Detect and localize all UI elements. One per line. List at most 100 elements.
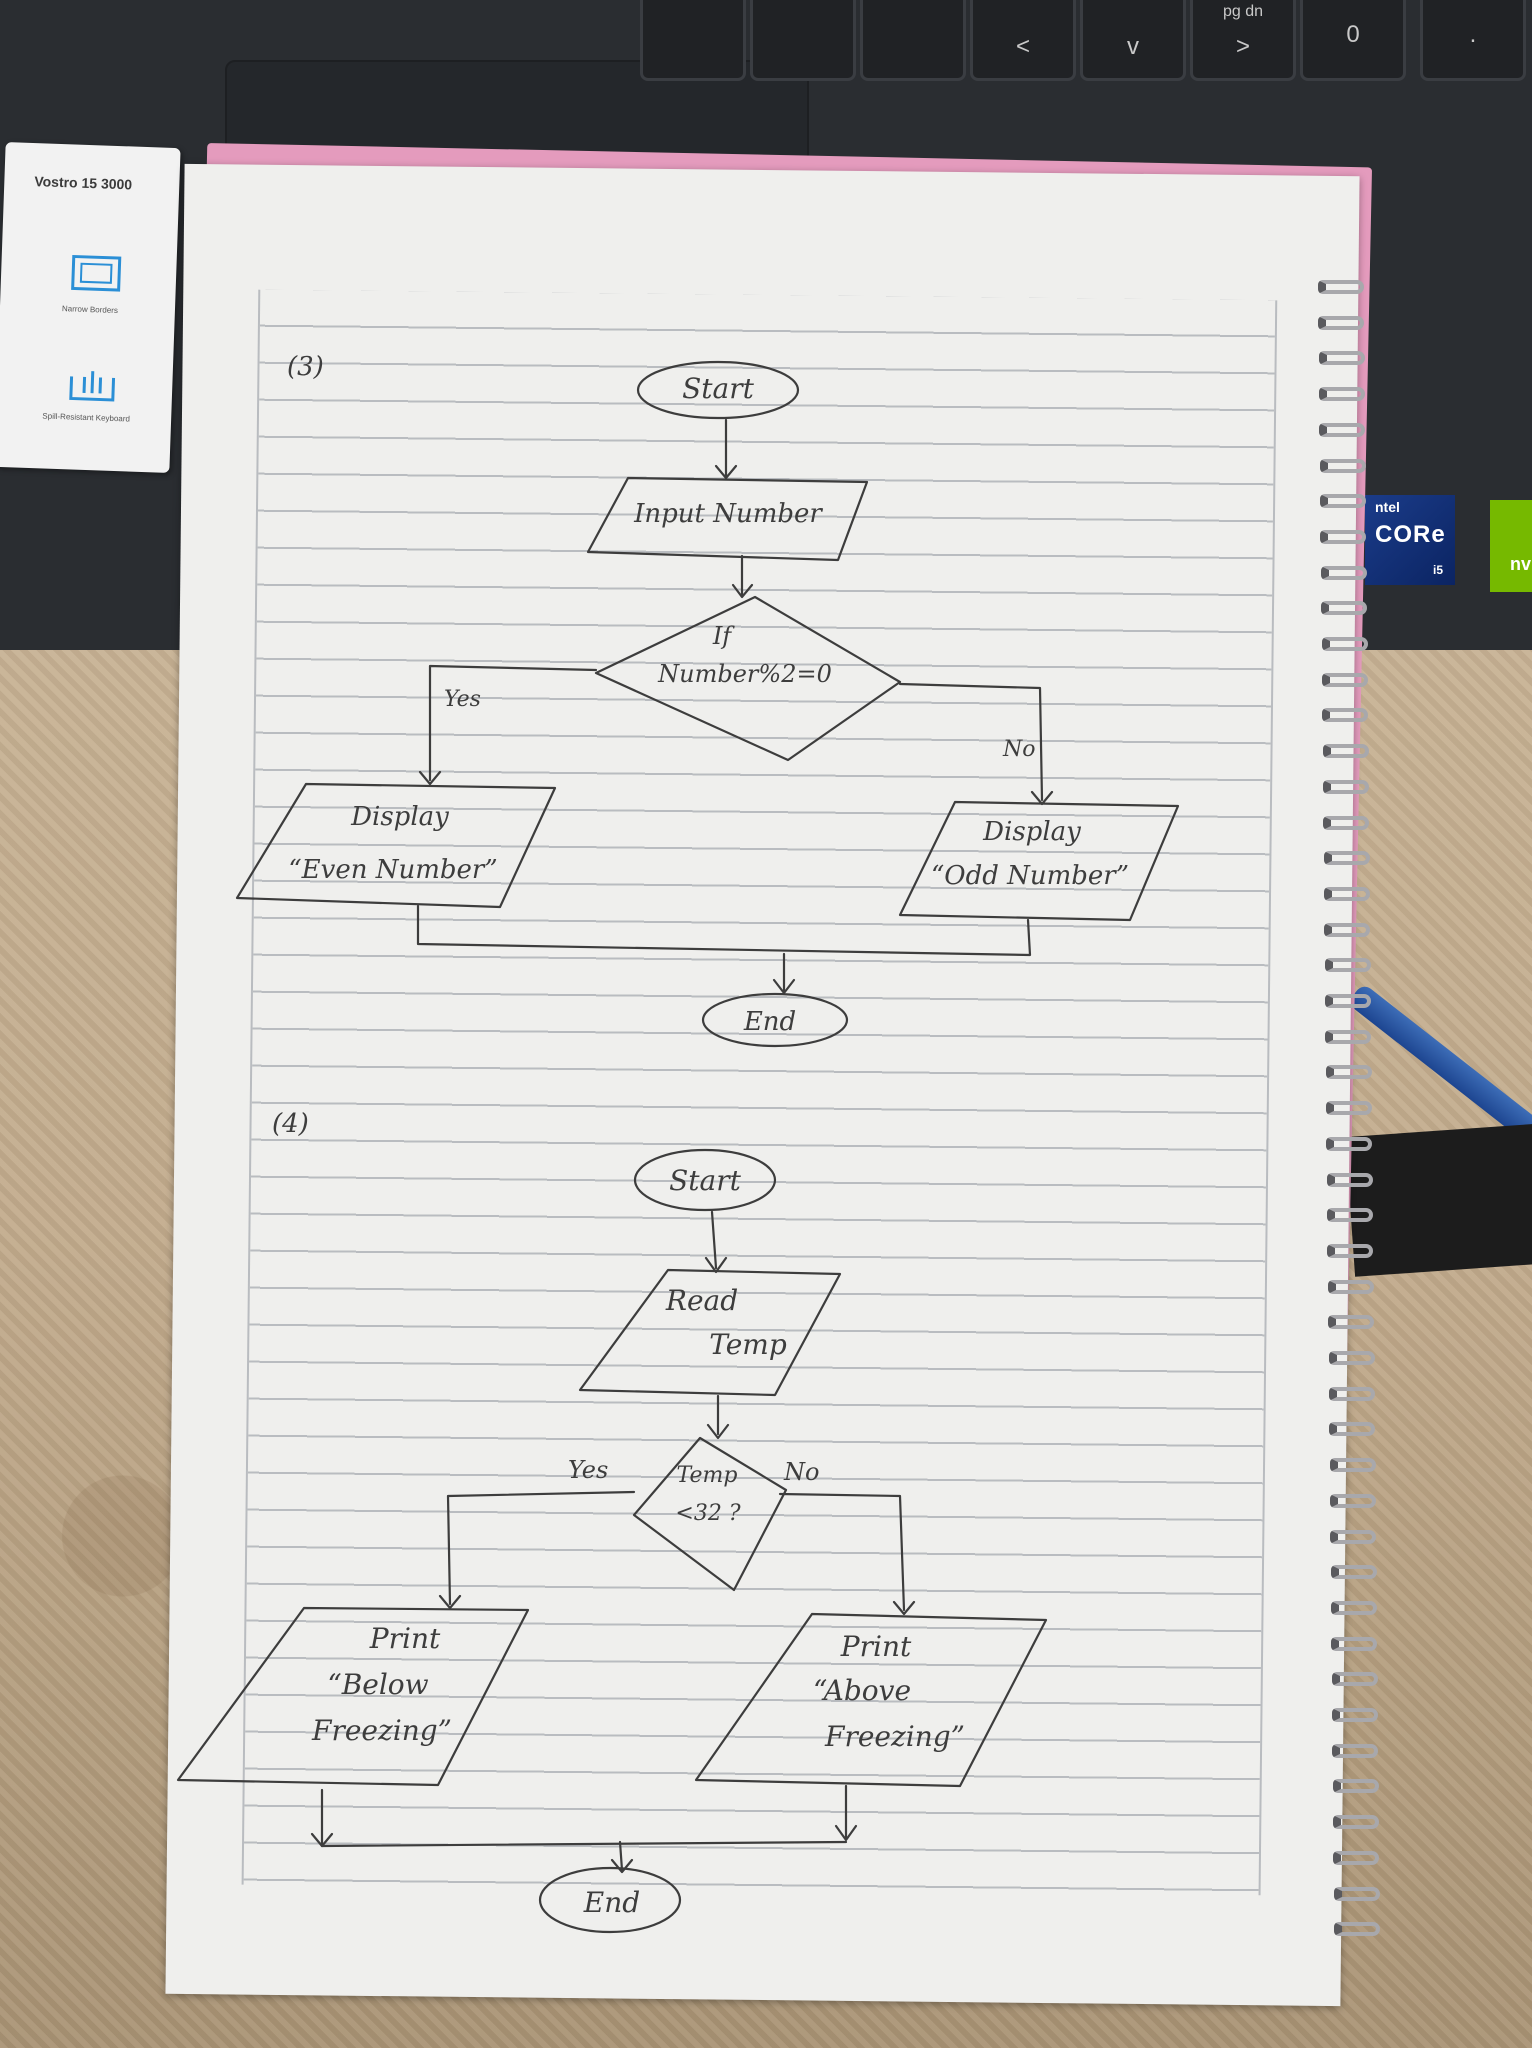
fc4-end-text: End [583, 1886, 640, 1919]
spiral-ring [1323, 886, 1370, 901]
fc4-print-below-text-3: Freezing” [311, 1714, 452, 1747]
fc3-display-even-text-1: Display [350, 802, 449, 832]
fc3-start-terminal [636, 360, 800, 420]
spiral-ring [1327, 1243, 1374, 1258]
spiral-binding [1318, 280, 1381, 1960]
fc3-no-label: No [1002, 737, 1036, 762]
fc4-print-above-text-2: “Above [813, 1674, 911, 1707]
spiral-ring [1332, 1779, 1379, 1794]
fc4-read-parallelogram [578, 1268, 842, 1397]
fc4-yes-label: Yes [568, 1456, 608, 1484]
fc3-display-odd-text-1: Display [982, 817, 1081, 847]
fc4-no-label: No [783, 1458, 819, 1486]
spiral-ring [1321, 601, 1368, 616]
spiral-ring [1318, 315, 1365, 330]
fc4-read-text-2: Temp [709, 1328, 787, 1361]
spiral-ring [1324, 922, 1371, 937]
fc3-end-terminal [701, 992, 849, 1048]
spiral-ring [1329, 1422, 1376, 1437]
spiral-ring [1318, 280, 1364, 294]
fc4-arrow [610, 1840, 634, 1874]
fc3-display-even-text-2: “Even Number” [288, 855, 497, 885]
spiral-ring [1324, 958, 1371, 973]
spiral-ring [1328, 1315, 1375, 1330]
keyboard-key-dot: . [1420, 0, 1526, 81]
fc3-display-odd-text-2: “Odd Number” [931, 861, 1129, 891]
spiral-ring [1322, 708, 1369, 723]
fc4-arrow [310, 1788, 334, 1848]
fc3-start-text: Start [682, 372, 755, 405]
spiral-ring [1329, 1458, 1376, 1473]
spiral-ring [1321, 637, 1368, 651]
fc3-arrow [714, 418, 738, 480]
fc3-decision-text-1: If [712, 622, 735, 650]
fc4-print-below-text-1: Print [369, 1622, 441, 1655]
keyboard-icon [69, 371, 116, 402]
keyboard-key-down: v [1080, 0, 1186, 81]
spiral-ring [1330, 1600, 1377, 1615]
spiral-ring [1323, 851, 1370, 866]
spiral-ring [1330, 1565, 1377, 1580]
spiral-ring [1331, 1636, 1378, 1651]
fc4-merge-line [320, 1840, 848, 1848]
spiral-ring [1322, 744, 1369, 759]
fc4-read-text-1: Read [665, 1284, 738, 1317]
fc3-display-odd-parallelogram [898, 800, 1180, 922]
spiral-ring [1329, 1493, 1376, 1508]
spiral-ring [1325, 1029, 1372, 1044]
nvidia-sticker: nv [1490, 500, 1532, 592]
fc4-end-terminal [538, 1866, 682, 1934]
spiral-ring [1327, 1279, 1374, 1294]
spiral-ring [1320, 529, 1367, 544]
spiral-ring [1334, 1922, 1381, 1937]
spiral-ring [1328, 1386, 1375, 1401]
laptop-feature-card: Vostro 15 3000 Narrow Borders Spill-Resi… [0, 142, 181, 473]
keyboard-key-pgdn: pg dn> [1190, 0, 1296, 81]
fc4-print-above-parallelogram [694, 1612, 1048, 1788]
spiral-ring [1328, 1351, 1375, 1365]
fc3-yes-branch [418, 664, 598, 786]
spiral-ring [1318, 351, 1365, 366]
spiral-ring [1322, 779, 1369, 794]
spiral-ring [1321, 672, 1368, 687]
keyboard-key-zero: 0 [1300, 0, 1406, 81]
spiral-ring [1333, 1850, 1380, 1865]
fc4-print-below-parallelogram [176, 1606, 530, 1787]
spiral-ring [1319, 422, 1366, 437]
fc4-start-text: Start [669, 1164, 742, 1197]
spiral-ring [1327, 1208, 1374, 1223]
spiral-ring [1325, 1065, 1372, 1080]
spiral-ring [1326, 1172, 1373, 1187]
spiral-ring [1326, 1136, 1373, 1151]
fc3-display-even-parallelogram [235, 782, 557, 909]
fc3-arrow [731, 554, 754, 599]
fc3-decision-diamond [594, 595, 902, 762]
keyboard-key [860, 0, 966, 81]
fc4-print-below-text-2: “Below [327, 1668, 428, 1701]
fc3-arrow [772, 952, 796, 995]
fc3-input-text: Input Number [633, 499, 823, 529]
keyboard-key [640, 0, 746, 81]
fc3-input-parallelogram [586, 476, 869, 562]
fc3-end-text: End [743, 1007, 796, 1037]
narrow-borders-icon [71, 254, 122, 292]
fc4-decision-text-1: Temp [677, 1463, 738, 1488]
fc3-merge-line [416, 904, 1032, 957]
spiral-ring [1320, 494, 1367, 509]
fc3-yes-label: Yes [444, 687, 481, 712]
fc4-label: (4) [272, 1109, 309, 1139]
spiral-ring [1332, 1708, 1378, 1722]
keyboard-key [750, 0, 856, 81]
fc4-print-above-text-3: Freezing” [824, 1720, 965, 1753]
spiral-ring [1326, 1101, 1373, 1116]
fc4-decision-text-2: <32 ? [675, 1501, 740, 1526]
fc4-yes-branch [438, 1490, 636, 1610]
fc3-label: (3) [287, 352, 324, 382]
fc4-start-terminal [633, 1148, 777, 1212]
spiral-ring [1331, 1672, 1378, 1687]
spiral-ring [1320, 565, 1367, 580]
fc4-arrow [706, 1394, 730, 1440]
fc3-decision-text-2: Number%2=0 [657, 660, 832, 688]
fc4-decision-diamond [632, 1436, 788, 1592]
